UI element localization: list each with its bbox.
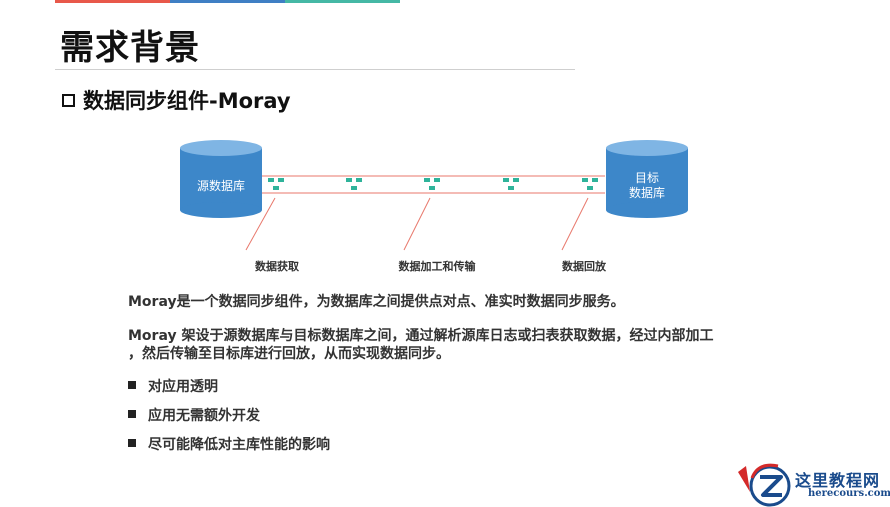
packet [503, 178, 509, 182]
packet [587, 186, 593, 190]
packet [273, 186, 279, 190]
packet [582, 178, 588, 182]
target-database-icon [606, 140, 688, 218]
moray-sync-diagram: 源数据库 目标 数据库 数据获取 数据加工和传输 数据回放 [180, 140, 688, 273]
section-heading-text: 数据同步组件-Moray [83, 89, 291, 113]
accent-blue [170, 0, 285, 3]
bullet-square-icon [128, 381, 136, 389]
list-item: 对应用透明 [128, 378, 330, 407]
list-item-text: 应用无需额外开发 [148, 408, 260, 424]
pointer-acquire [245, 197, 276, 251]
packet [513, 178, 519, 182]
packet [424, 178, 430, 182]
packet [592, 178, 598, 182]
checkbox-square-icon [62, 94, 75, 107]
pointer-replay [561, 197, 589, 251]
list-item: 尽可能降低对主库性能的影响 [128, 436, 330, 465]
packet [346, 178, 352, 182]
bullet-square-icon [128, 410, 136, 418]
source-db-label: 源数据库 [197, 178, 245, 193]
packet [278, 178, 284, 182]
packet [508, 186, 514, 190]
data-packets [268, 178, 598, 190]
watermark-url: herecours.com [808, 488, 890, 499]
source-database-icon [180, 140, 262, 218]
page-title: 需求背景 [60, 28, 200, 68]
feature-list: 对应用透明 应用无需额外开发 尽可能降低对主库性能的影响 [128, 378, 330, 465]
list-item-text: 尽可能降低对主库性能的影响 [148, 437, 330, 453]
architecture-paragraph-line1: Moray 架设于源数据库与目标数据库之间，通过解析源库日志或扫表获取数据，经过… [128, 328, 714, 344]
title-accent-bar [55, 0, 400, 3]
packet [434, 178, 440, 182]
accent-teal [285, 0, 400, 3]
title-divider [55, 69, 575, 70]
target-db-label-line2: 数据库 [629, 185, 665, 200]
watermark-title: 这里教程网 [795, 471, 881, 490]
label-data-acquire: 数据获取 [255, 259, 299, 273]
packet [429, 186, 435, 190]
list-item: 应用无需额外开发 [128, 407, 330, 436]
packet [356, 178, 362, 182]
pointer-process [403, 197, 431, 251]
architecture-paragraph-line2: ，然后传输至目标库进行回放，从而实现数据同步。 [128, 346, 450, 362]
accent-red [55, 0, 170, 3]
packet [268, 178, 274, 182]
bullet-square-icon [128, 439, 136, 447]
list-item-text: 对应用透明 [148, 379, 218, 395]
label-data-replay: 数据回放 [562, 259, 607, 273]
target-db-label-line1: 目标 [635, 171, 659, 185]
label-data-process: 数据加工和传输 [399, 259, 477, 273]
intro-paragraph: Moray是一个数据同步组件，为数据库之间提供点对点、准实时数据同步服务。 [128, 294, 625, 310]
z-logo-icon [738, 463, 791, 507]
section-heading: 数据同步组件-Moray [62, 85, 291, 115]
packet [351, 186, 357, 190]
